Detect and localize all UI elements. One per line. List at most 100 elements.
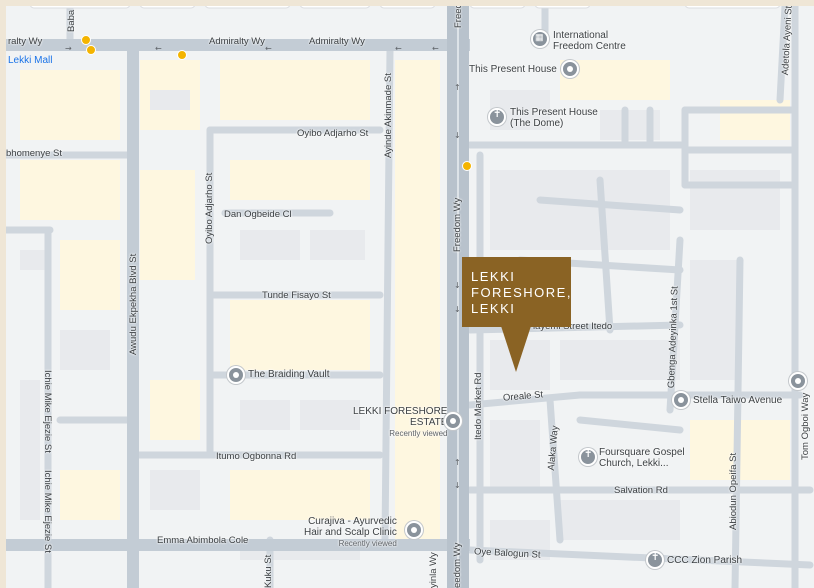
building-cluster <box>690 170 780 230</box>
street-label: Tom Ogboi Way <box>800 392 811 460</box>
place-pin-icon[interactable] <box>227 366 245 384</box>
place-pin-icon[interactable] <box>672 391 690 409</box>
poi-label: Hair and Scalp Clinic <box>304 527 397 538</box>
street-label: Dan Ogbeide Cl <box>224 209 292 220</box>
arrow-icon: ← <box>395 44 402 53</box>
place-pin-icon[interactable] <box>444 412 462 430</box>
street-label: yinla Wy <box>428 552 439 588</box>
poi-label: (The Dome) <box>510 118 564 129</box>
street-abiodun <box>731 256 744 588</box>
block <box>20 70 120 140</box>
building-cluster <box>490 420 540 490</box>
block <box>60 470 120 520</box>
street-label: Oyibo Adjarho St <box>297 128 369 139</box>
street-label: Ichie Mike Ejezie St <box>42 470 53 553</box>
poi-label: ESTATE <box>410 417 448 428</box>
top-chip <box>684 0 781 9</box>
place-pin-icon[interactable] <box>561 60 579 78</box>
poi-stella-taiwo[interactable]: Stella Taiwo Avenue <box>693 395 783 406</box>
street-label: Ichie Mike Ejezie St <box>42 370 53 453</box>
store-pin-icon[interactable] <box>531 30 549 48</box>
callout-line: LEKKI <box>471 301 516 316</box>
building-cluster <box>560 340 680 380</box>
street-label: Itedo Market Rd <box>473 372 484 440</box>
street-label: eedom Wy <box>452 542 463 588</box>
arrow-icon: → <box>65 44 72 53</box>
location-callout[interactable]: LEKKI FORESHORE, LEKKI <box>462 257 571 327</box>
top-chip <box>299 0 371 9</box>
building <box>150 90 190 110</box>
poi-label: This Present House <box>510 107 598 118</box>
traffic-icon <box>177 50 187 60</box>
poi-braiding-vault[interactable]: The Braiding Vault <box>248 369 330 380</box>
street-label: Itumo Ogbonna Rd <box>216 451 297 462</box>
street-label: Kuku St <box>263 554 274 588</box>
building <box>240 400 290 430</box>
building-cluster <box>690 260 740 380</box>
building <box>300 400 360 430</box>
building-cluster <box>560 500 680 540</box>
callout-pointer <box>501 326 531 372</box>
block <box>150 380 200 440</box>
top-chip <box>29 0 131 9</box>
poi-foursquare-gospel[interactable]: Foursquare Gospel Church, Lekki... <box>599 447 685 469</box>
lekki-mall-link[interactable]: Lekki Mall <box>8 55 53 66</box>
top-chip <box>379 0 436 9</box>
street-label: Admiralty Wy <box>309 36 365 47</box>
recently-viewed-label: Recently viewed <box>389 429 448 438</box>
arrow-icon: ↑ <box>454 83 461 92</box>
street-ayinde-akinmade <box>381 46 394 544</box>
church-pin-icon[interactable] <box>646 551 664 569</box>
arrow-icon: ↓ <box>454 131 461 140</box>
street-label: Baba <box>66 9 77 32</box>
top-chip <box>469 0 526 9</box>
arrow-icon: ↑ <box>454 458 461 467</box>
street-label: ralty Wy <box>8 36 43 47</box>
building <box>310 230 365 260</box>
street-label: Emma Abimbola Cole <box>157 535 249 546</box>
street-label: Tunde Fisayo St <box>262 290 331 301</box>
poi-curajiva[interactable]: Curajiva - Ayurvedic Hair and Scalp Clin… <box>304 516 397 549</box>
poi-this-present-house[interactable]: This Present House <box>469 64 557 75</box>
street-alaka <box>546 396 564 544</box>
church-pin-icon[interactable] <box>488 108 506 126</box>
building <box>20 380 40 520</box>
building <box>20 250 50 270</box>
street-label: Abiodun Opeifa St <box>728 452 739 530</box>
street-label: bhomenye St <box>6 148 62 159</box>
block <box>60 240 120 310</box>
poi-lekki-foreshore-estate[interactable]: LEKKI FORESHORE ESTATE Recently viewed <box>353 406 447 439</box>
poi-this-present-house-dome[interactable]: This Present House (The Dome) <box>510 107 598 129</box>
top-chip <box>139 0 196 9</box>
block <box>395 60 440 540</box>
callout-line: FORESHORE, <box>471 285 572 300</box>
poi-label: Church, Lekki... <box>599 458 669 469</box>
poi-label: Curajiva - Ayurvedic <box>308 516 397 527</box>
arrow-icon: ← <box>155 44 162 53</box>
street <box>536 196 684 214</box>
poi-international-freedom-centre[interactable]: International Freedom Centre <box>553 30 626 52</box>
traffic-icon <box>81 35 91 45</box>
poi-ccc-zion-parish[interactable]: CCC Zion Parish <box>667 555 743 566</box>
block <box>140 170 195 280</box>
street-oye-balogun <box>466 546 814 569</box>
recently-viewed-label: Recently viewed <box>338 539 397 548</box>
building <box>240 230 300 260</box>
church-pin-icon[interactable] <box>579 448 597 466</box>
block <box>230 470 370 520</box>
arrow-icon: ← <box>432 44 439 53</box>
poi-label: Freedom Centre <box>553 41 626 52</box>
traffic-icon <box>462 161 472 171</box>
street-oreale <box>466 391 584 409</box>
street-label: Ayinde Akinmade St <box>383 73 394 158</box>
place-pin-icon[interactable] <box>789 372 807 390</box>
block <box>230 160 370 200</box>
arrow-icon: ↓ <box>454 481 461 490</box>
top-chip <box>534 0 591 9</box>
poi-label: International <box>553 30 609 41</box>
place-pin-icon[interactable] <box>405 521 423 539</box>
block <box>720 100 790 140</box>
block <box>230 300 370 370</box>
street-label: layemi Street Itedo <box>533 321 613 332</box>
